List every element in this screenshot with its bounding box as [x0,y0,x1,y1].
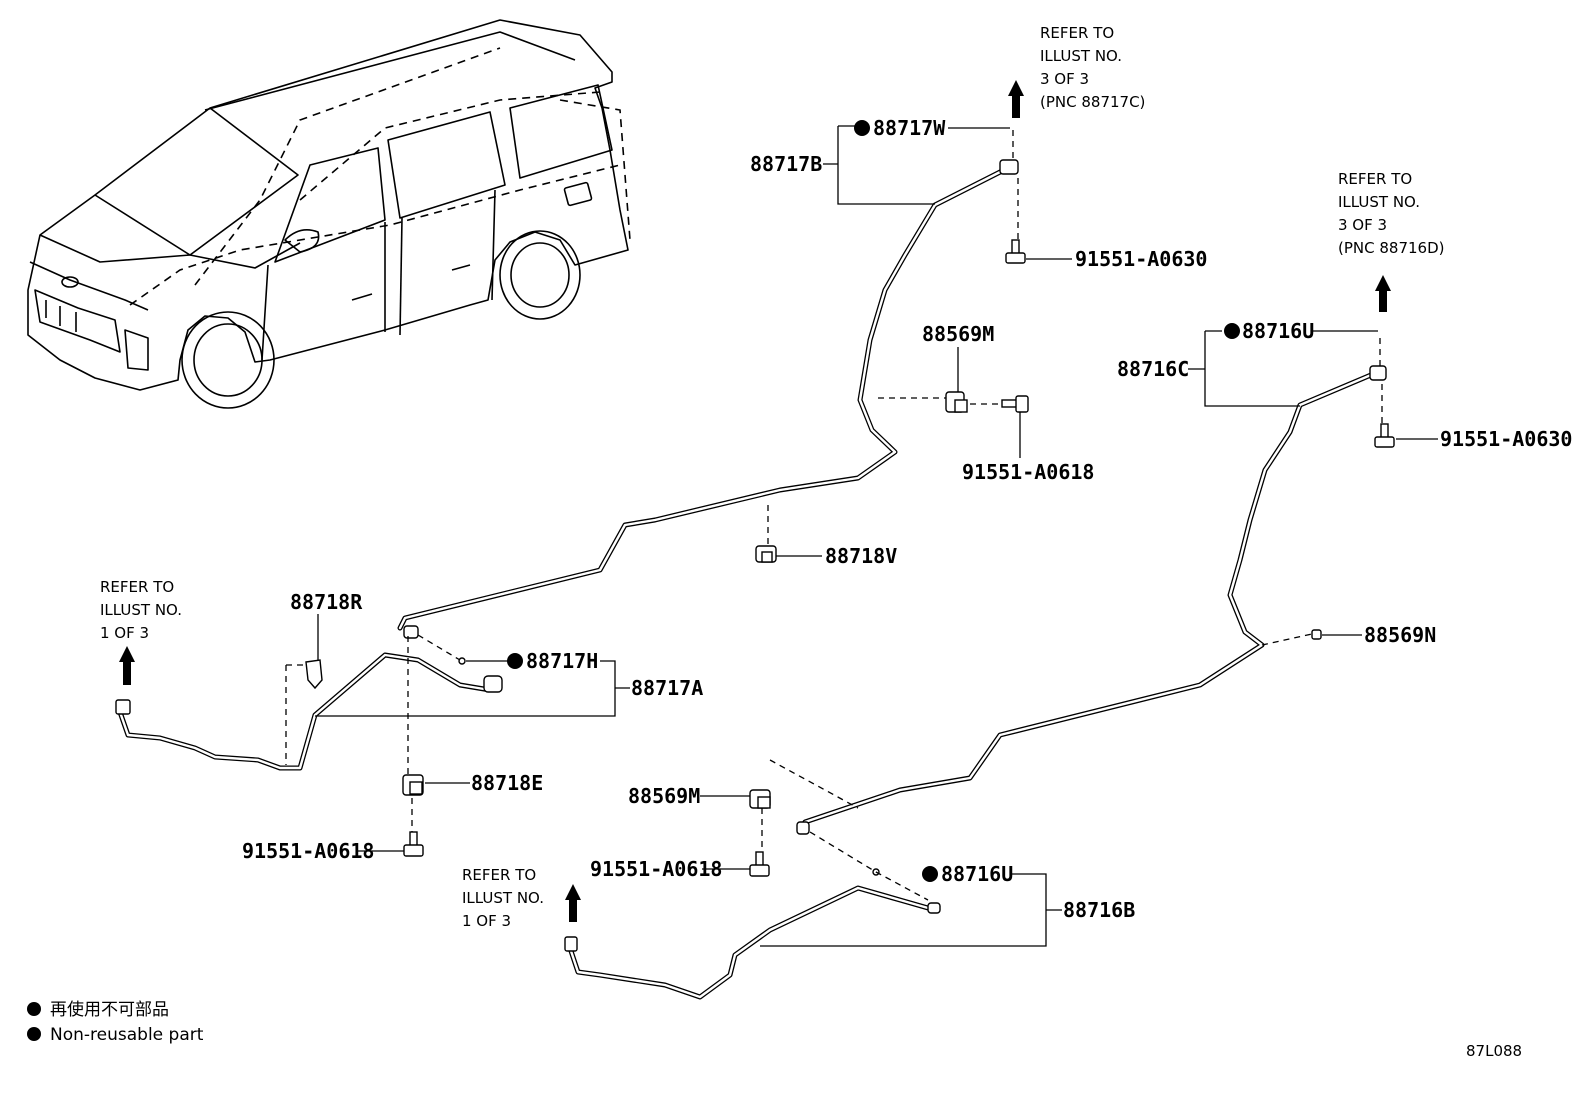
non-reusable-dot-icon [854,120,870,136]
non-reusable-dot-icon [507,653,523,669]
legend: 再使用不可部品 Non-reusable part [27,999,204,1045]
refer-note-right: REFER TO ILLUST NO. 3 OF 3 (PNC 88716D) [1338,170,1444,257]
label-88716U-top: 88716U [1242,319,1314,343]
refer-note-line: 1 OF 3 [100,624,149,642]
hardware-parts [115,159,1395,952]
label-88717H: 88717H [526,649,598,673]
non-reusable-dot-icon [1224,323,1240,339]
clamp-88569M-top [945,391,968,413]
hose-joint-88717H [458,657,503,693]
non-reusable-dot-icon [27,1027,41,1041]
refer-note-line: ILLUST NO. [462,889,544,907]
label-91551-A0618-bottom: 91551-A0618 [590,857,722,881]
washer-pipes [117,165,1381,1000]
refer-note-line: ILLUST NO. [1338,193,1420,211]
refer-note-line: 3 OF 3 [1338,216,1387,234]
bolt-icon [1374,423,1395,448]
label-91551-A0630-right: 91551-A0630 [1440,427,1572,451]
clamp-88569M-bottom [749,789,771,809]
refer-note-line: (PNC 88717C) [1040,93,1145,111]
refer-note-line: 3 OF 3 [1040,70,1089,88]
non-reusable-markers [507,120,1240,882]
legend-japanese: 再使用不可部品 [50,999,169,1020]
refer-note-line: REFER TO [1338,170,1412,188]
label-88716U-bottom: 88716U [941,862,1013,886]
refer-note-left: REFER TO ILLUST NO. 1 OF 3 [100,578,182,642]
direction-arrows [119,80,1391,922]
label-91551-A0618-left: 91551-A0618 [242,839,374,863]
label-88718V: 88718V [825,544,897,568]
bolt-icon [1001,395,1029,413]
vehicle-illustration [27,19,631,409]
refer-note-line: REFER TO [100,578,174,596]
refer-note-top: REFER TO ILLUST NO. 3 OF 3 (PNC 88717C) [1040,24,1145,111]
bolt-icon [403,831,424,857]
refer-note-line: 1 OF 3 [462,912,511,930]
hose-joint-88716U [1369,365,1387,381]
refer-note-line: REFER TO [462,866,536,884]
refer-note-line: REFER TO [1040,24,1114,42]
label-91551-A0618-top: 91551-A0618 [962,460,1094,484]
label-88717W: 88717W [873,116,946,140]
label-91551-A0630-top: 91551-A0630 [1075,247,1207,271]
label-88718E: 88718E [471,771,543,795]
label-88569M-bottom: 88569M [628,784,700,808]
up-arrow-icon [119,646,135,685]
label-88716C: 88716C [1117,357,1189,381]
illustration-code: 87L088 [1466,1042,1522,1060]
bolt-icon [1005,239,1026,264]
clamp-88718E [402,774,424,796]
label-88569M-top: 88569M [922,322,994,346]
non-reusable-dot-icon [27,1002,41,1016]
up-arrow-icon [1375,275,1391,312]
non-reusable-dot-icon [922,866,938,882]
label-88717B: 88717B [750,152,822,176]
clip-88569N [1311,629,1322,640]
bolt-icon [749,851,770,877]
up-arrow-icon [565,884,581,922]
label-88569N: 88569N [1364,623,1436,647]
clip-88718R [305,659,323,690]
legend-english: Non-reusable part [50,1025,204,1045]
leader-lines [285,125,1438,947]
refer-note-line: (PNC 88716D) [1338,239,1444,257]
part-labels: 88717W 88717B 91551-A0630 88569M 91551-A… [242,116,1572,922]
clip-88718V [755,545,777,563]
refer-note-line: ILLUST NO. [1040,47,1122,65]
label-88718R: 88718R [290,590,363,614]
label-88716B: 88716B [1063,898,1135,922]
up-arrow-icon [1008,80,1024,118]
label-88717A: 88717A [631,676,703,700]
hose-joint-88717W [999,159,1019,175]
refer-note-line: ILLUST NO. [100,601,182,619]
refer-note-bottom: REFER TO ILLUST NO. 1 OF 3 [462,866,544,930]
